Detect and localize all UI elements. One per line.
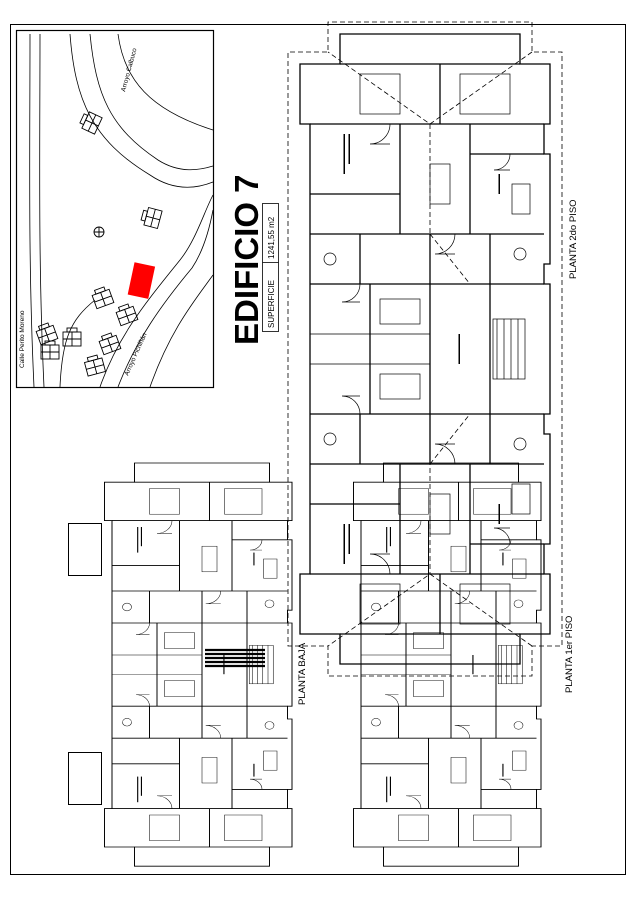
- floor-plan-label-planta-baja: PLANTA BAJA: [297, 642, 308, 705]
- floor-plan-1er-piso: PLANTA 1er PISO: [353, 462, 575, 867]
- street-label-perito-moreno: Calle Perito Moreno: [19, 310, 26, 368]
- surface-value: 1241,55 m2: [267, 216, 276, 259]
- planta-baja-terraces: [68, 523, 102, 805]
- floor-plan-planta-baja: PLANTA BAJA: [68, 462, 308, 867]
- floor-plan-2do-piso: PLANTA 2do PISO: [287, 21, 579, 677]
- title-block: EDIFICIO 7 SUPERFICIE 1241,55 m2: [228, 174, 279, 345]
- site-map: Calle Perito Moreno Arroyo Calbuco Arroy…: [15, 29, 215, 389]
- surface-box: [262, 203, 279, 332]
- stair-hatch: [205, 648, 265, 668]
- building-title: EDIFICIO 7: [228, 174, 265, 345]
- surface-label: SUPERFICIE: [267, 280, 276, 328]
- roof-outline-dashed: [287, 21, 563, 677]
- floor-plan-label-2do-piso: PLANTA 2do PISO: [568, 199, 579, 279]
- highlighted-building-marker: [127, 262, 156, 299]
- compass-icon: [93, 226, 105, 238]
- site-map-frame: [15, 29, 215, 389]
- sheet-border: [10, 24, 626, 875]
- floor-plan-label-1er-piso: PLANTA 1er PISO: [564, 616, 575, 693]
- site-roads: [29, 33, 214, 388]
